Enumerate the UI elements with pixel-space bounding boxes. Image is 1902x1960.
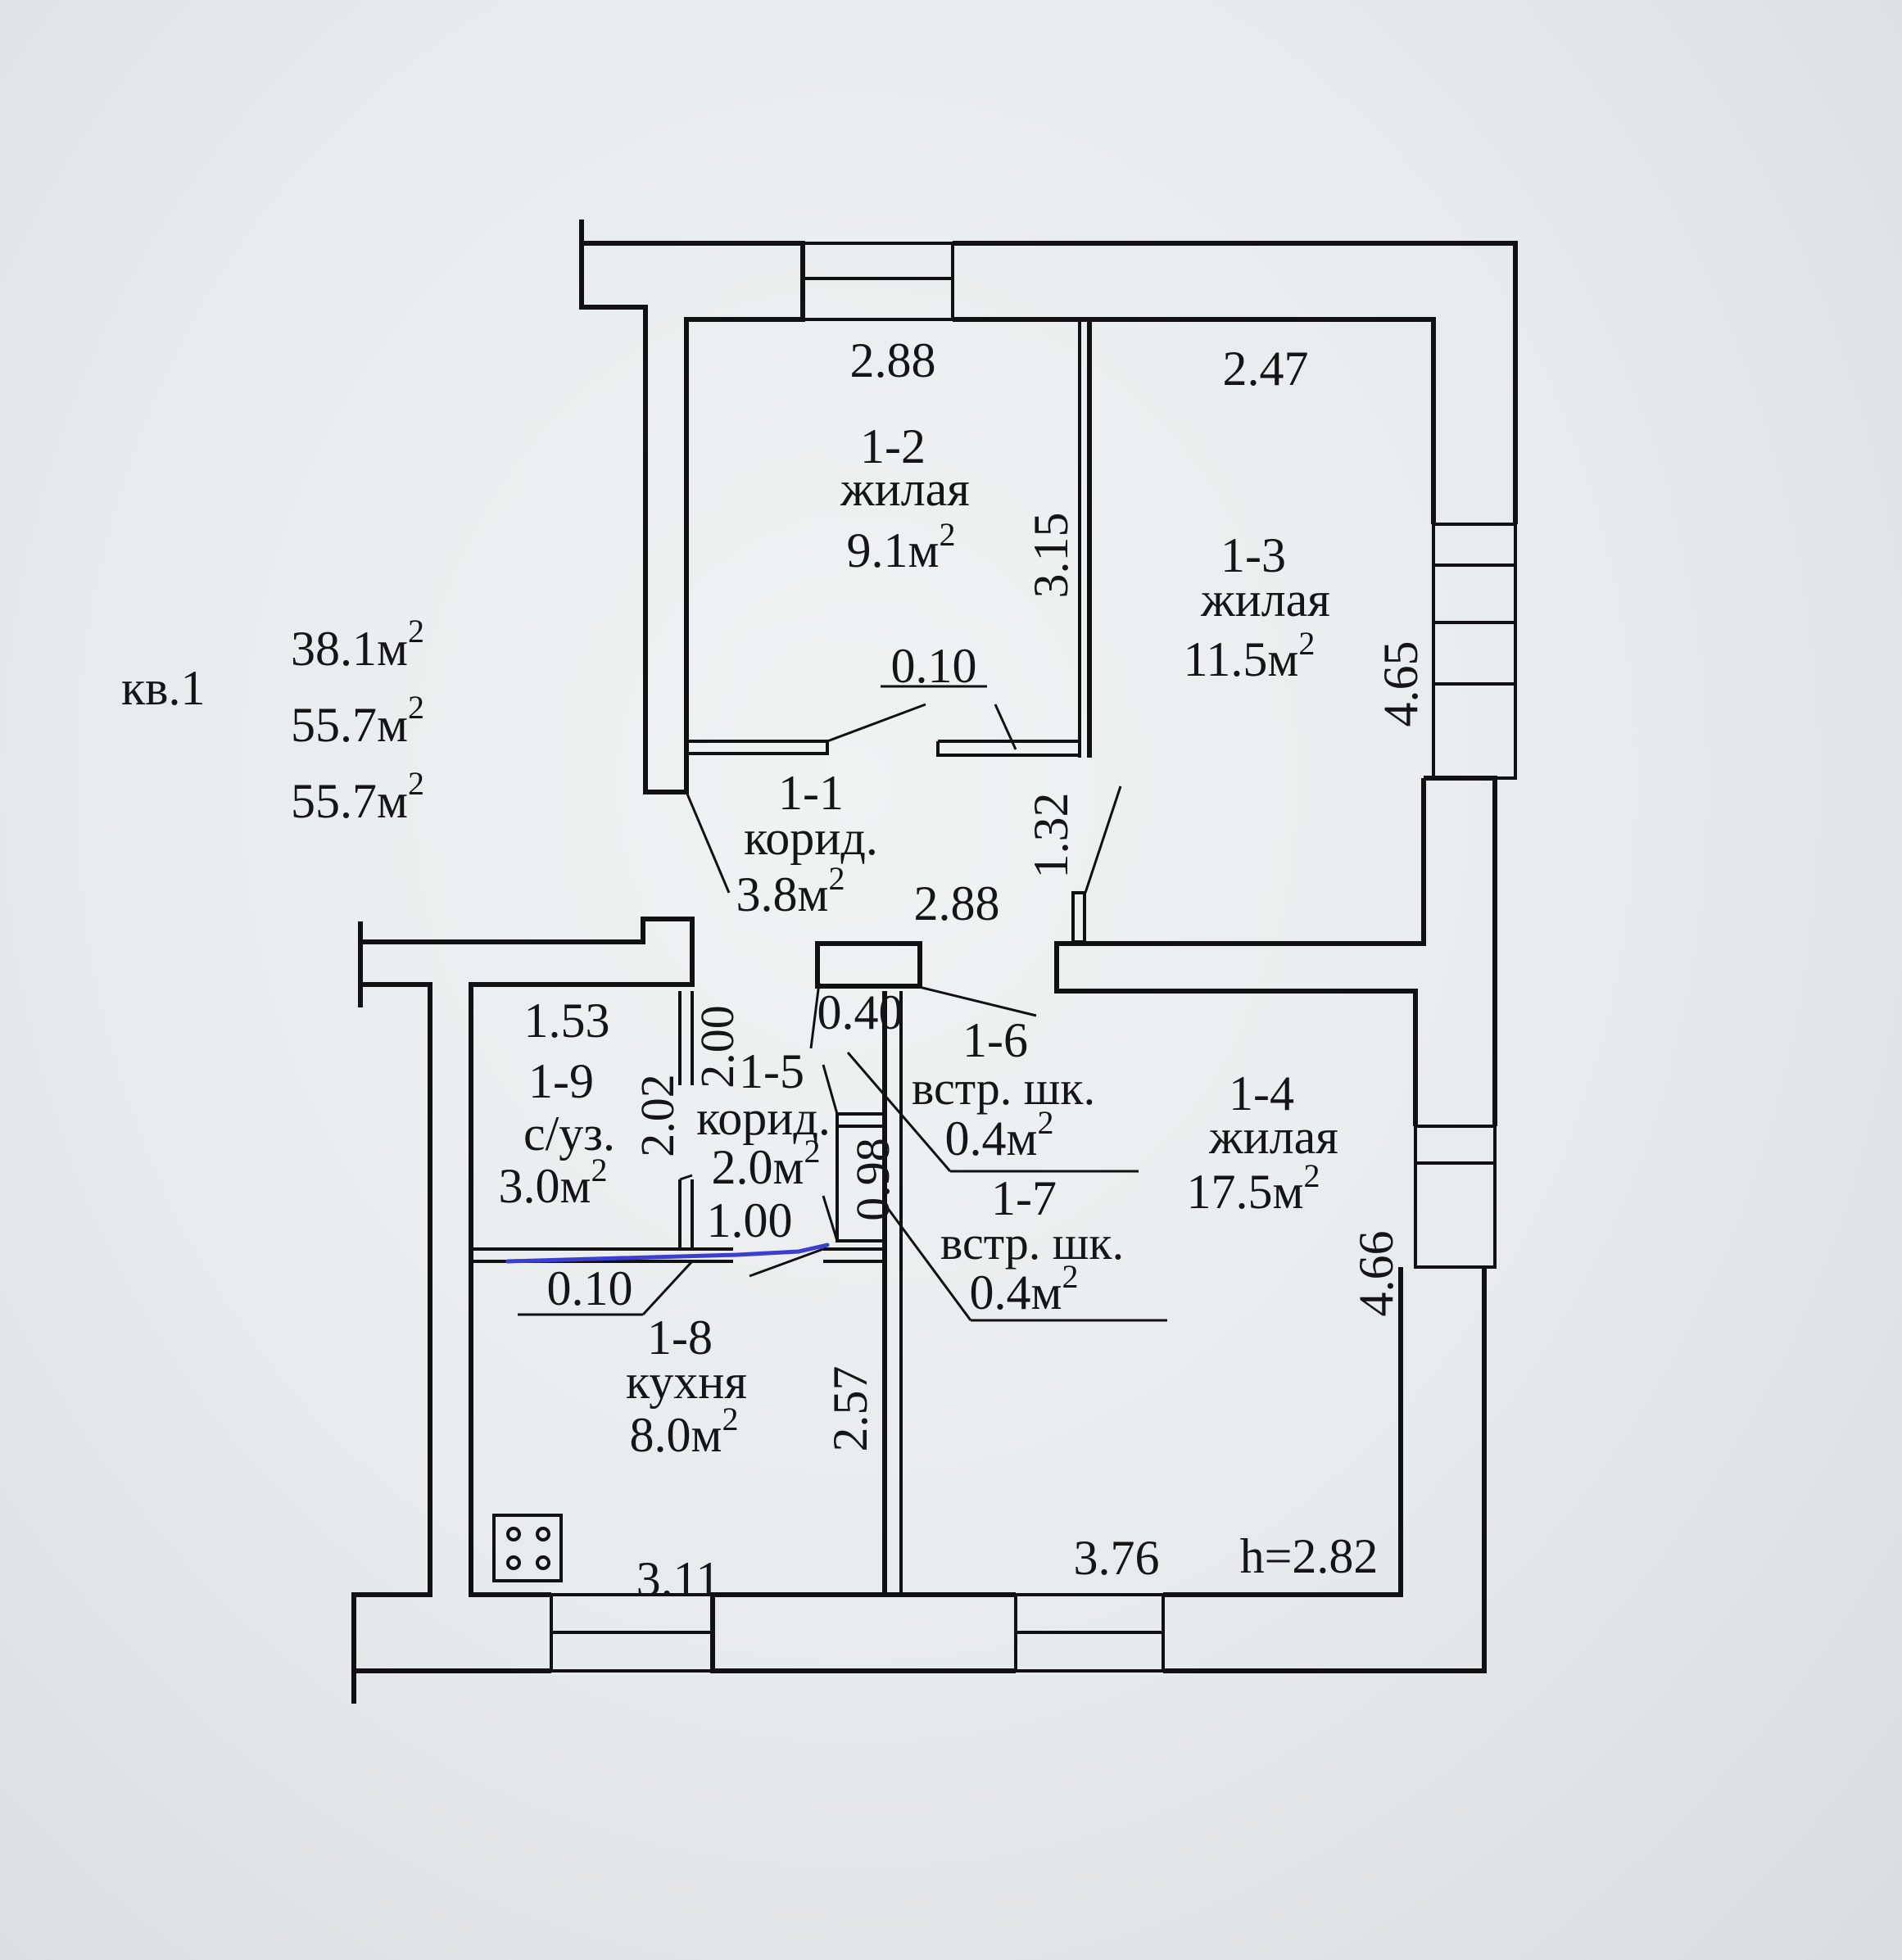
stove [492, 1514, 563, 1582]
room-1-6-area: 0.4м2 [945, 1104, 1054, 1166]
dim-1-32: 1.32 [1024, 793, 1078, 879]
door-1-2-b [994, 704, 1017, 750]
leader-0-10-bottom-diag [641, 1260, 694, 1316]
leader-1-1 [685, 791, 731, 894]
dim-0-98: 0.98 [846, 1138, 899, 1221]
room-1-2-id: 1-2 [860, 419, 926, 473]
stove-burner-1 [506, 1527, 521, 1541]
room-1-8-id: 1-8 [647, 1310, 713, 1365]
area-total-1: 38.1м2 [291, 613, 424, 676]
dim-2-02: 2.02 [631, 1074, 684, 1157]
dim-4-66: 4.66 [1349, 1231, 1403, 1317]
room-1-2-area: 9.1м2 [847, 516, 956, 577]
room-1-7-id: 1-7 [991, 1171, 1057, 1225]
stove-burner-2 [536, 1527, 550, 1541]
door-1-9 [679, 1174, 693, 1181]
stove-burner-3 [506, 1555, 521, 1570]
door-jamb-1-3 [1071, 891, 1086, 944]
closet-door-b [822, 1195, 839, 1242]
window-right-upper [1432, 523, 1517, 780]
wall-right-middle-inner [1054, 778, 1426, 1126]
pen-annotation [505, 1243, 830, 1264]
window-right-lower [1414, 1125, 1497, 1269]
room-1-2-type: жилая [840, 462, 970, 516]
wall-top-inner [953, 317, 1436, 524]
dim-2-88-top: 2.88 [850, 333, 936, 387]
closet-door-a [822, 1064, 839, 1115]
room-1-9-area: 3.0м2 [499, 1152, 608, 1213]
wall-bottom-left [351, 982, 551, 1673]
room-1-5-type: корид. [696, 1091, 831, 1145]
dimension-labels: 2.88 2.47 3.15 0.10 4.65 1.32 2.88 1.53 … [524, 333, 1429, 1606]
dim-3-76: 3.76 [1074, 1531, 1160, 1585]
dim-2-88-mid: 2.88 [914, 876, 1000, 930]
door-1-2 [826, 703, 926, 743]
apartment-info: кв.1 38.1м2 55.7м2 55.7м2 [121, 613, 424, 828]
dim-3-15: 3.15 [1024, 513, 1078, 599]
wall-left-inner [360, 917, 695, 1597]
closet-1-6 [836, 1112, 886, 1243]
room-1-3-type: жилая [1200, 573, 1330, 627]
room-labels: 1-2 жилая 9.1м2 1-3 жилая 11.5м2 1-1 кор… [499, 419, 1338, 1462]
room-1-9-id: 1-9 [528, 1054, 594, 1108]
room-1-6-id: 1-6 [962, 1013, 1028, 1067]
wall-right-lower [1163, 1267, 1487, 1673]
room-1-8-area: 8.0м2 [630, 1401, 739, 1462]
room-1-4-type: жилая [1208, 1110, 1338, 1164]
wall-bottom-middle [710, 1592, 1016, 1673]
dim-4-65: 4.65 [1374, 641, 1428, 727]
leader-1-6 [915, 985, 1037, 1017]
dim-0-10-bottom: 0.10 [547, 1261, 633, 1315]
apartment-label: кв.1 [121, 661, 205, 715]
room-1-1-area: 3.8м2 [736, 860, 845, 921]
dim-2-47: 2.47 [1223, 342, 1309, 396]
door-1-8 [749, 1247, 824, 1278]
wall-top-left [579, 220, 805, 794]
dim-2-57: 2.57 [823, 1366, 877, 1452]
wall-right-lower-inner [1163, 1267, 1403, 1597]
leader-1-7-diag [883, 1203, 972, 1321]
dim-2-00: 2.00 [691, 1005, 744, 1089]
room-1-3-id: 1-3 [1220, 528, 1286, 582]
window-top [801, 242, 954, 321]
dim-0-10-top: 0.10 [891, 639, 977, 693]
room-1-8-type: кухня [626, 1355, 747, 1409]
leader-lines [518, 685, 1167, 1322]
wall-right-middle [1424, 776, 1497, 1126]
niche-block [815, 941, 922, 989]
room-1-4-id: 1-4 [1229, 1066, 1294, 1120]
room-1-7-area: 0.4м2 [970, 1258, 1079, 1319]
door-1-3 [1084, 785, 1122, 894]
dim-1-00: 1.00 [707, 1193, 793, 1247]
leader-1-5 [809, 982, 821, 1049]
walls [351, 220, 1518, 1704]
room-1-1-id: 1-1 [778, 766, 844, 820]
room-1-7-type: встр. шк. [940, 1216, 1124, 1270]
dim-3-11: 3.11 [636, 1552, 721, 1606]
area-total-2: 55.7м2 [291, 689, 424, 752]
wall-top-right [953, 241, 1518, 524]
area-total-3: 55.7м2 [291, 765, 424, 828]
ceiling-height: h=2.82 [1240, 1529, 1379, 1583]
wall-1-2-bottom-left [686, 740, 829, 755]
room-1-1-type: корид. [744, 811, 878, 865]
room-1-6-type: встр. шк. [912, 1061, 1095, 1115]
stove-burner-4 [536, 1555, 550, 1570]
dim-0-40: 0.40 [817, 985, 903, 1039]
room-1-4-area: 17.5м2 [1187, 1157, 1320, 1219]
room-1-5-area: 2.0м2 [712, 1133, 821, 1194]
room-1-3-area: 11.5м2 [1184, 625, 1316, 686]
dim-1-53: 1.53 [524, 994, 610, 1048]
room-1-5-id: 1-5 [739, 1044, 804, 1098]
leader-1-6-diag [846, 1052, 952, 1172]
wall-1-2-bottom-right [936, 740, 1081, 757]
room-1-9-type: с/уз. [523, 1107, 615, 1161]
